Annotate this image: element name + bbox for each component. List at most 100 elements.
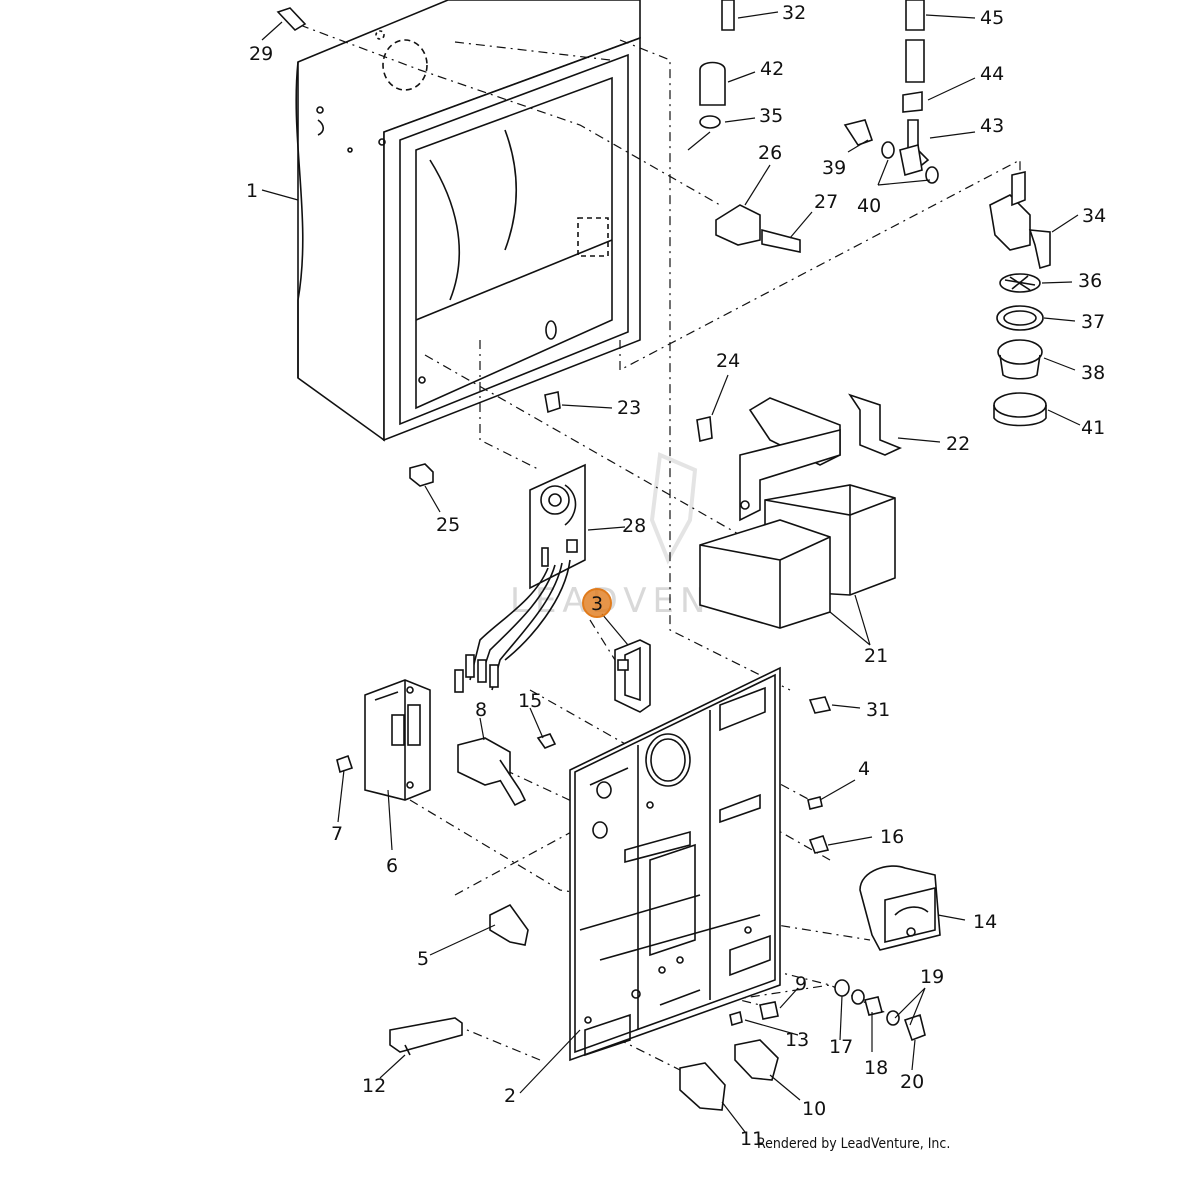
transformer-blocks bbox=[699, 484, 896, 629]
part-42-45-hose bbox=[699, 0, 930, 170]
small-hardware bbox=[276, 7, 939, 1042]
part-38-callout[interactable]: 38 bbox=[1081, 362, 1105, 384]
part-16-callout[interactable]: 16 bbox=[880, 826, 904, 848]
highlight-marker bbox=[582, 588, 612, 618]
part-26-callout[interactable]: 26 bbox=[758, 142, 782, 164]
part-29-label: 29 bbox=[249, 43, 273, 65]
front-panel bbox=[569, 666, 781, 1062]
part-42-callout[interactable]: 42 bbox=[760, 58, 784, 80]
part-37-callout[interactable]: 37 bbox=[1081, 311, 1105, 333]
part-36-label: 36 bbox=[1078, 270, 1102, 292]
part-19-callout[interactable]: 19 bbox=[920, 966, 944, 988]
part-7-label: 7 bbox=[331, 823, 343, 845]
part-25-callout[interactable]: 25 bbox=[436, 514, 460, 536]
part-23-callout[interactable]: 23 bbox=[617, 397, 641, 419]
part-32-callout[interactable]: 32 bbox=[782, 2, 806, 24]
part-20-callout[interactable]: 20 bbox=[900, 1071, 924, 1093]
part-42-label: 42 bbox=[760, 58, 784, 80]
part-35-callout[interactable]: 35 bbox=[759, 105, 783, 127]
part-12-label: 12 bbox=[362, 1075, 386, 1097]
part-28-label: 28 bbox=[622, 515, 646, 537]
part-8-toggle-switch bbox=[457, 737, 527, 807]
part-29-callout[interactable]: 29 bbox=[249, 43, 273, 65]
part-27-callout[interactable]: 27 bbox=[814, 191, 838, 213]
mounting-bracket bbox=[739, 393, 903, 522]
part-15-callout[interactable]: 15 bbox=[518, 690, 542, 712]
part-21-label: 21 bbox=[864, 645, 888, 667]
part-32-label: 32 bbox=[782, 2, 806, 24]
part-14-label: 14 bbox=[973, 911, 997, 933]
part-28-callout[interactable]: 28 bbox=[622, 515, 646, 537]
part-17-callout[interactable]: 17 bbox=[829, 1036, 853, 1058]
part-6-callout[interactable]: 6 bbox=[386, 855, 398, 877]
part-11-binding-post bbox=[679, 1062, 726, 1111]
part-36-41-fittings bbox=[993, 273, 1047, 427]
part-3-callout[interactable]: 3 bbox=[582, 588, 612, 618]
part-34-label: 34 bbox=[1082, 205, 1106, 227]
part-3-relay bbox=[614, 639, 651, 713]
part-31-callout[interactable]: 31 bbox=[866, 699, 890, 721]
part-43-callout[interactable]: 43 bbox=[980, 115, 1004, 137]
part-38-label: 38 bbox=[1081, 362, 1105, 384]
part-10-label: 10 bbox=[802, 1098, 826, 1120]
part-5-lamp bbox=[489, 903, 529, 946]
part-13-callout[interactable]: 13 bbox=[785, 1029, 809, 1051]
part-35-label: 35 bbox=[759, 105, 783, 127]
circuit-board bbox=[454, 463, 586, 693]
part-10-binding-post bbox=[734, 1039, 779, 1081]
part-13-label: 13 bbox=[785, 1029, 809, 1051]
part-39-callout[interactable]: 39 bbox=[822, 157, 846, 179]
part-5-callout[interactable]: 5 bbox=[417, 948, 429, 970]
part-8-callout[interactable]: 8 bbox=[475, 699, 487, 721]
part-18-label: 18 bbox=[864, 1057, 888, 1079]
part-4-callout[interactable]: 4 bbox=[858, 758, 870, 780]
part-21-callout[interactable]: 21 bbox=[864, 645, 888, 667]
part-41-label: 41 bbox=[1081, 417, 1105, 439]
enclosure-box bbox=[295, 0, 641, 442]
part-26-label: 26 bbox=[758, 142, 782, 164]
part-39-label: 39 bbox=[822, 157, 846, 179]
part-44-label: 44 bbox=[980, 63, 1004, 85]
part-17-label: 17 bbox=[829, 1036, 853, 1058]
part-19-label: 19 bbox=[920, 966, 944, 988]
part-24-label: 24 bbox=[716, 350, 740, 372]
part-20-label: 20 bbox=[900, 1071, 924, 1093]
part-44-callout[interactable]: 44 bbox=[980, 63, 1004, 85]
part-2-callout[interactable]: 2 bbox=[504, 1085, 516, 1107]
part-15-label: 15 bbox=[518, 690, 542, 712]
part-34-valve bbox=[989, 170, 1051, 270]
part-7-callout[interactable]: 7 bbox=[331, 823, 343, 845]
part-12-callout[interactable]: 12 bbox=[362, 1075, 386, 1097]
leader-lines bbox=[261, 11, 1081, 1133]
part-27-label: 27 bbox=[814, 191, 838, 213]
part-43-label: 43 bbox=[980, 115, 1004, 137]
part-1-label: 1 bbox=[246, 180, 258, 202]
part-8-label: 8 bbox=[475, 699, 487, 721]
part-37-label: 37 bbox=[1081, 311, 1105, 333]
part-10-callout[interactable]: 10 bbox=[802, 1098, 826, 1120]
part-40-label: 40 bbox=[857, 195, 881, 217]
part-9-label: 9 bbox=[795, 973, 807, 995]
render-credit: Rendered by LeadVenture, Inc. bbox=[757, 1136, 950, 1152]
part-36-callout[interactable]: 36 bbox=[1078, 270, 1102, 292]
part-11-callout[interactable]: 11 bbox=[740, 1128, 764, 1150]
part-5-label: 5 bbox=[417, 948, 429, 970]
part-14-callout[interactable]: 14 bbox=[973, 911, 997, 933]
part-1-callout[interactable]: 1 bbox=[246, 180, 258, 202]
part-31-label: 31 bbox=[866, 699, 890, 721]
part-4-label: 4 bbox=[858, 758, 870, 780]
part-3-label: 3 bbox=[591, 593, 603, 615]
part-18-callout[interactable]: 18 bbox=[864, 1057, 888, 1079]
part-9-callout[interactable]: 9 bbox=[795, 973, 807, 995]
part-6-outlet bbox=[364, 679, 431, 801]
part-34-callout[interactable]: 34 bbox=[1082, 205, 1106, 227]
part-11-label: 11 bbox=[740, 1128, 764, 1150]
part-22-callout[interactable]: 22 bbox=[946, 433, 970, 455]
part-45-callout[interactable]: 45 bbox=[980, 7, 1004, 29]
part-6-label: 6 bbox=[386, 855, 398, 877]
part-24-callout[interactable]: 24 bbox=[716, 350, 740, 372]
part-12-breaker bbox=[389, 1017, 463, 1056]
part-40-callout[interactable]: 40 bbox=[857, 195, 881, 217]
part-41-callout[interactable]: 41 bbox=[1081, 417, 1105, 439]
